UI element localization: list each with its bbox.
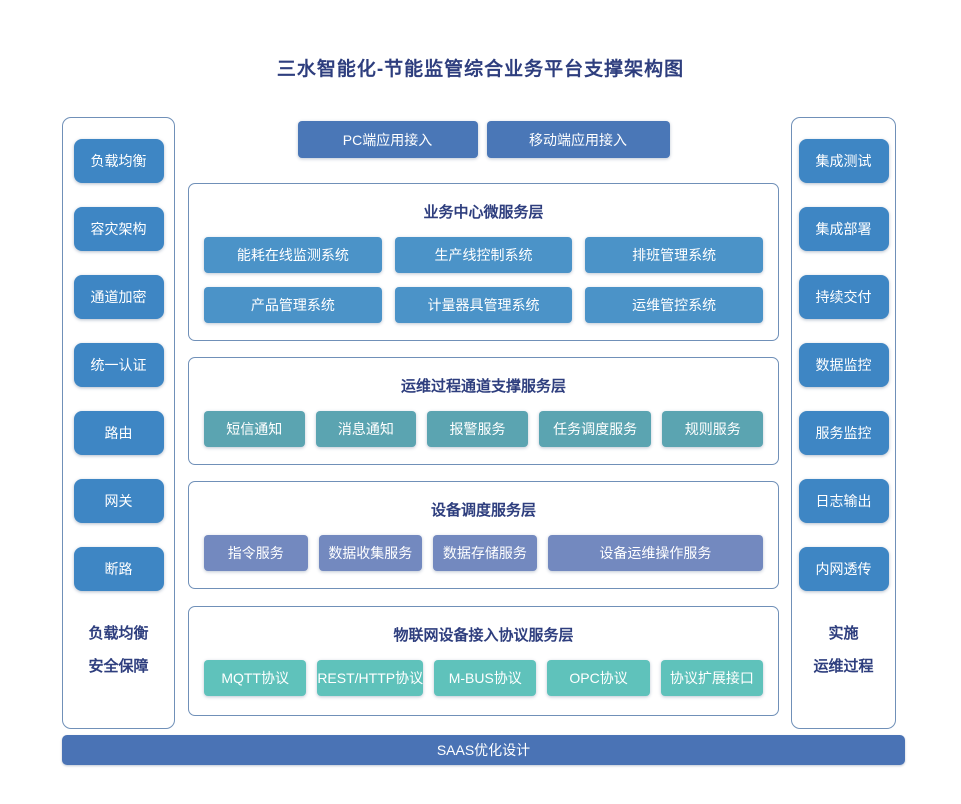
service-ops-control[interactable]: 运维管控系统 bbox=[585, 287, 763, 323]
right-item-data-monitor[interactable]: 数据监控 bbox=[798, 343, 889, 387]
left-item-load-balance[interactable]: 负载均衡 bbox=[73, 139, 164, 183]
right-item-integration-deploy[interactable]: 集成部署 bbox=[798, 207, 889, 251]
service-task-scheduling[interactable]: 任务调度服务 bbox=[538, 411, 652, 447]
section-iot-protocol: 物联网设备接入协议服务层 MQTT协议 REST/HTTP协议 M-BUS协议 … bbox=[188, 606, 779, 716]
section-title: 业务中心微服务层 bbox=[423, 204, 544, 221]
section-device-dispatch: 设备调度服务层 指令服务 数据收集服务 数据存储服务 设备运维操作服务 bbox=[188, 481, 779, 589]
saas-optimization-bar[interactable]: SAAS优化设计 bbox=[62, 735, 905, 765]
left-item-unified-auth[interactable]: 统一认证 bbox=[73, 343, 164, 387]
service-metering-management[interactable]: 计量器具管理系统 bbox=[394, 287, 573, 323]
right-item-intranet-passthrough[interactable]: 内网透传 bbox=[798, 547, 889, 591]
section-buttons: MQTT协议 REST/HTTP协议 M-BUS协议 OPC协议 协议扩展接口 bbox=[204, 660, 764, 696]
left-item-gateway[interactable]: 网关 bbox=[73, 479, 164, 523]
service-data-storage[interactable]: 数据存储服务 bbox=[433, 535, 537, 571]
left-panel: 负载均衡 容灾架构 通道加密 统一认证 路由 网关 断路 负载均衡 安全保障 bbox=[62, 117, 175, 729]
service-alarm[interactable]: 报警服务 bbox=[427, 411, 528, 447]
right-panel: 集成测试 集成部署 持续交付 数据监控 服务监控 日志输出 内网透传 实施 运维… bbox=[791, 117, 896, 729]
right-item-log-output[interactable]: 日志输出 bbox=[798, 479, 889, 523]
left-panel-buttons: 负载均衡 容灾架构 通道加密 统一认证 路由 网关 断路 bbox=[73, 139, 164, 591]
section-title: 物联网设备接入协议服务层 bbox=[393, 627, 574, 644]
section-ops-channel-support: 运维过程通道支撑服务层 短信通知 消息通知 报警服务 任务调度服务 规则服务 bbox=[188, 357, 779, 465]
right-item-continuous-delivery[interactable]: 持续交付 bbox=[798, 275, 889, 319]
service-product-management[interactable]: 产品管理系统 bbox=[204, 287, 382, 323]
right-panel-buttons: 集成测试 集成部署 持续交付 数据监控 服务监控 日志输出 内网透传 bbox=[798, 139, 889, 591]
service-rules[interactable]: 规则服务 bbox=[662, 411, 764, 447]
service-production-line-control[interactable]: 生产线控制系统 bbox=[394, 237, 573, 273]
pc-access-button[interactable]: PC端应用接入 bbox=[297, 121, 478, 158]
center-column: PC端应用接入 移动端应用接入 业务中心微服务层 能耗在线监测系统 生产线控制系… bbox=[188, 117, 779, 716]
section-business-microservices: 业务中心微服务层 能耗在线监测系统 生产线控制系统 排班管理系统 产品管理系统 … bbox=[188, 183, 779, 341]
left-item-circuit-break[interactable]: 断路 bbox=[73, 547, 164, 591]
section-title: 设备调度服务层 bbox=[430, 502, 536, 519]
right-footer-line-1: 实施 bbox=[828, 625, 859, 642]
service-data-collection[interactable]: 数据收集服务 bbox=[318, 535, 423, 571]
mobile-access-button[interactable]: 移动端应用接入 bbox=[486, 121, 670, 158]
right-item-integration-test[interactable]: 集成测试 bbox=[798, 139, 889, 183]
left-footer-line-1: 负载均衡 bbox=[88, 625, 149, 642]
app-access-row: PC端应用接入 移动端应用接入 bbox=[188, 121, 779, 158]
left-panel-footer: 负载均衡 安全保障 bbox=[88, 617, 148, 683]
protocol-extension[interactable]: 协议扩展接口 bbox=[660, 660, 764, 696]
left-item-disaster-recovery[interactable]: 容灾架构 bbox=[73, 207, 164, 251]
section-buttons: 能耗在线监测系统 生产线控制系统 排班管理系统 产品管理系统 计量器具管理系统 … bbox=[204, 237, 763, 323]
left-footer-line-2: 安全保障 bbox=[88, 658, 149, 675]
page-title: 三水智能化-节能监管综合业务平台支撑架构图 bbox=[276, 59, 685, 80]
protocol-rest-http[interactable]: REST/HTTP协议 bbox=[317, 660, 424, 696]
protocol-mbus[interactable]: M-BUS协议 bbox=[434, 660, 537, 696]
service-sms-notify[interactable]: 短信通知 bbox=[204, 411, 305, 447]
service-shift-management[interactable]: 排班管理系统 bbox=[585, 237, 763, 273]
service-command[interactable]: 指令服务 bbox=[204, 535, 308, 571]
protocol-opc[interactable]: OPC协议 bbox=[547, 660, 650, 696]
service-message-notify[interactable]: 消息通知 bbox=[315, 411, 417, 447]
right-footer-line-2: 运维过程 bbox=[813, 658, 874, 675]
service-device-ops[interactable]: 设备运维操作服务 bbox=[547, 535, 764, 571]
left-item-routing[interactable]: 路由 bbox=[73, 411, 164, 455]
section-title: 运维过程通道支撑服务层 bbox=[400, 378, 566, 395]
section-buttons: 短信通知 消息通知 报警服务 任务调度服务 规则服务 bbox=[204, 411, 764, 447]
service-energy-monitoring[interactable]: 能耗在线监测系统 bbox=[204, 237, 382, 273]
left-item-channel-encryption[interactable]: 通道加密 bbox=[73, 275, 164, 319]
section-buttons: 指令服务 数据收集服务 数据存储服务 设备运维操作服务 bbox=[204, 535, 764, 571]
right-panel-footer: 实施 运维过程 bbox=[813, 617, 873, 683]
protocol-mqtt[interactable]: MQTT协议 bbox=[204, 660, 307, 696]
right-item-service-monitor[interactable]: 服务监控 bbox=[798, 411, 889, 455]
